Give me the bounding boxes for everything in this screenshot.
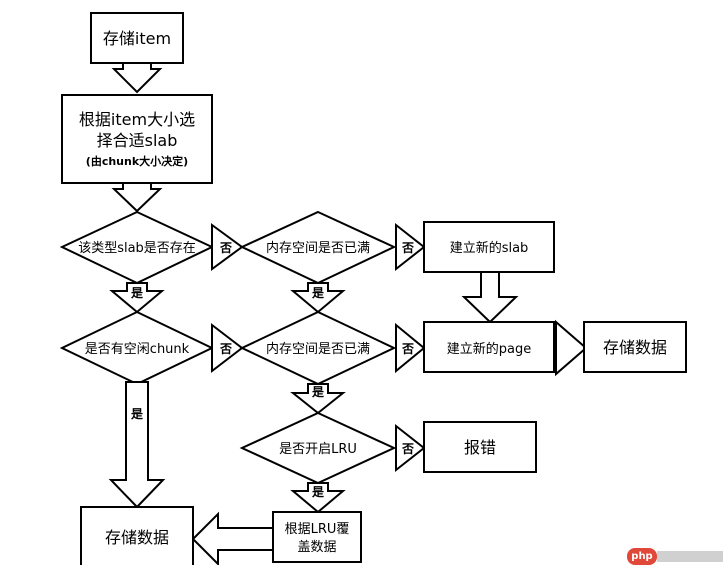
store-data-bottom-label: 存储数据 bbox=[105, 528, 169, 547]
yes-label-4: 是 bbox=[311, 385, 325, 399]
watermark-strip bbox=[657, 551, 723, 562]
store-data-right-label: 存储数据 bbox=[603, 338, 667, 357]
arrow-no-1 bbox=[211, 223, 244, 271]
arrow-yes-1 bbox=[109, 282, 165, 314]
lru-overwrite-box bbox=[272, 511, 362, 563]
no-label-1: 否 bbox=[219, 241, 232, 255]
arrow-down-2 bbox=[111, 182, 163, 213]
store-item-label: 存储item bbox=[103, 29, 171, 48]
arrow-to-store-right bbox=[555, 319, 588, 377]
mem-full-label-1: 内存空间是否已满 bbox=[266, 240, 370, 256]
arrow-down-new-slab bbox=[461, 271, 519, 324]
yes-label-3: 是 bbox=[130, 407, 144, 421]
free-chunk-label: 是否有空闲chunk bbox=[85, 342, 190, 357]
choose-slab-box bbox=[61, 94, 213, 184]
no-label-2: 否 bbox=[401, 241, 414, 255]
error-label: 报错 bbox=[464, 438, 496, 457]
choose-slab-note: (由chunk大小决定) bbox=[86, 154, 188, 168]
new-slab-label: 建立新的slab bbox=[450, 240, 529, 256]
arrow-no-5 bbox=[395, 423, 426, 473]
arrow-down-1 bbox=[111, 62, 163, 94]
choose-slab-line2: 择合适slab bbox=[97, 131, 178, 150]
arrow-yes-4 bbox=[290, 383, 346, 415]
choose-slab-line1: 根据item大小选 bbox=[79, 110, 195, 129]
lru-overwrite-line2: 盖数据 bbox=[297, 540, 336, 555]
php-logo-icon: php bbox=[627, 548, 657, 565]
yes-label-2: 是 bbox=[311, 286, 325, 300]
arrow-yes-5 bbox=[290, 482, 346, 514]
arrow-yes-long bbox=[108, 381, 166, 509]
no-label-4: 否 bbox=[401, 342, 414, 356]
yes-label-1: 是 bbox=[130, 286, 144, 300]
no-label-5: 否 bbox=[401, 442, 414, 456]
new-page-label: 建立新的page bbox=[447, 341, 531, 357]
new-page-box bbox=[423, 321, 555, 373]
arrow-no-2 bbox=[395, 222, 426, 272]
store-data-bottom-box bbox=[80, 506, 194, 565]
arrow-no-4 bbox=[395, 322, 426, 374]
arrow-left-to-store bbox=[191, 511, 274, 565]
yes-label-5: 是 bbox=[311, 485, 325, 499]
error-box bbox=[423, 421, 537, 473]
slab-exists-label: 该类型slab是否存在 bbox=[78, 241, 196, 256]
lru-overwrite-line1: 根据LRU覆 bbox=[285, 522, 350, 537]
new-slab-box bbox=[423, 221, 555, 273]
arrow-no-3 bbox=[211, 322, 244, 374]
store-data-right-box bbox=[583, 321, 687, 373]
mem-full-label-2: 内存空间是否已满 bbox=[266, 341, 370, 357]
store-item-box bbox=[90, 12, 184, 64]
arrow-yes-2 bbox=[290, 282, 346, 314]
lru-enabled-label: 是否开启LRU bbox=[279, 442, 357, 457]
no-label-3: 否 bbox=[219, 342, 232, 356]
php-watermark: php bbox=[627, 548, 723, 565]
